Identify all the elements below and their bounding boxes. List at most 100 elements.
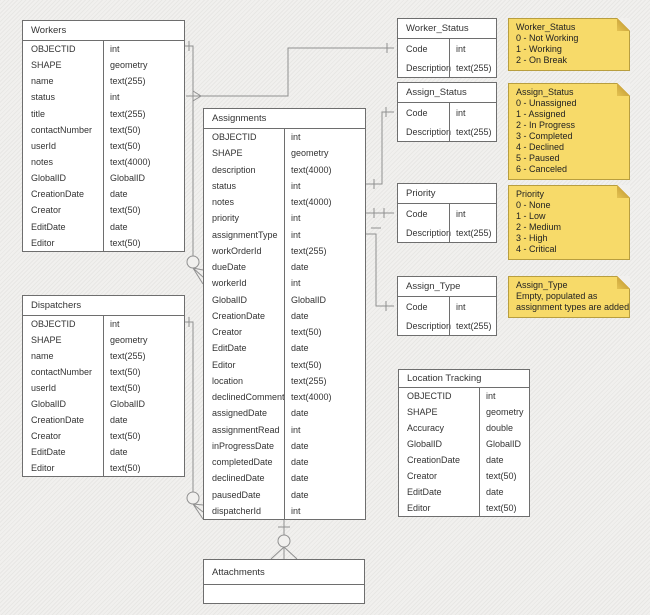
field-type: geometry <box>291 148 329 159</box>
table-title: Location Tracking <box>399 370 529 388</box>
field-type: date <box>110 415 128 425</box>
field-name: dueDate <box>212 262 247 273</box>
field-name: name <box>31 76 54 87</box>
field-type: int <box>291 278 301 289</box>
field-name: declinedDate <box>212 473 265 484</box>
table-title: Workers <box>23 21 184 41</box>
field-name: OBJECTID <box>31 319 76 329</box>
zero-circle-icon <box>277 534 291 548</box>
field-name: Creator <box>31 431 62 441</box>
field-type: date <box>291 310 309 321</box>
field-row: declinedDate date <box>204 470 365 486</box>
column-divider <box>449 39 450 77</box>
field-name: GlobalID <box>212 294 248 305</box>
field-name: location <box>212 375 244 386</box>
field-name: Description <box>406 320 452 331</box>
table-title: Dispatchers <box>23 296 184 316</box>
note-line: 0 - Unassigned <box>516 98 577 108</box>
note-line: 2 - On Break <box>516 55 568 65</box>
field-type: date <box>291 489 309 500</box>
note-line: 0 - None <box>516 200 551 210</box>
field-type: GlobalID <box>291 294 327 305</box>
relation-dispatchers-to-assignments[interactable] <box>185 317 204 520</box>
note-line: 3 - High <box>516 233 548 243</box>
field-name: EditDate <box>212 343 247 354</box>
relation-assign-type-to-assignments[interactable] <box>366 227 394 311</box>
field-name: Creator <box>31 205 62 216</box>
field-name: OBJECTID <box>407 391 452 401</box>
column-divider <box>449 297 450 335</box>
table-title: Assignments <box>204 109 365 129</box>
field-name: Code <box>406 43 428 54</box>
field-name: Code <box>406 107 428 118</box>
field-name: contactNumber <box>31 367 93 377</box>
relation-workers-to-assignments-workerid[interactable] <box>185 41 204 285</box>
field-name: contactNumber <box>31 124 93 135</box>
field-type: int <box>291 229 301 240</box>
table-fields <box>204 585 364 603</box>
note-line: Priority <box>516 189 545 199</box>
arrow-icon <box>192 90 202 102</box>
field-type: geometry <box>486 407 524 417</box>
field-name: assignedDate <box>212 408 268 419</box>
field-type: text(50) <box>486 471 517 481</box>
zero-circle-icon <box>186 255 200 269</box>
note-line: 1 - Working <box>516 44 562 54</box>
field-type: int <box>291 132 301 143</box>
field-type: text(50) <box>486 503 517 513</box>
field-type: GlobalID <box>110 173 146 184</box>
field-row: Code int <box>398 39 496 58</box>
field-type: date <box>291 473 309 484</box>
table-title: Priority <box>398 184 496 204</box>
field-name: userId <box>31 383 57 393</box>
relation-priority-to-assignments[interactable] <box>366 208 394 218</box>
field-type: int <box>456 43 466 54</box>
field-type: double <box>486 423 514 433</box>
field-type: text(4000) <box>291 392 332 403</box>
relation-assign-status-to-assignments[interactable] <box>366 107 394 189</box>
field-name: inProgressDate <box>212 440 275 451</box>
relation-worker-status-to-workers[interactable] <box>186 43 394 102</box>
relation-assignments-to-attachments[interactable] <box>270 520 298 560</box>
table-attachments[interactable]: Attachments <box>203 559 365 604</box>
field-name: CreationDate <box>212 310 266 321</box>
note-fold-icon <box>617 83 630 96</box>
column-divider <box>103 41 104 251</box>
note-line: 5 - Paused <box>516 153 560 163</box>
